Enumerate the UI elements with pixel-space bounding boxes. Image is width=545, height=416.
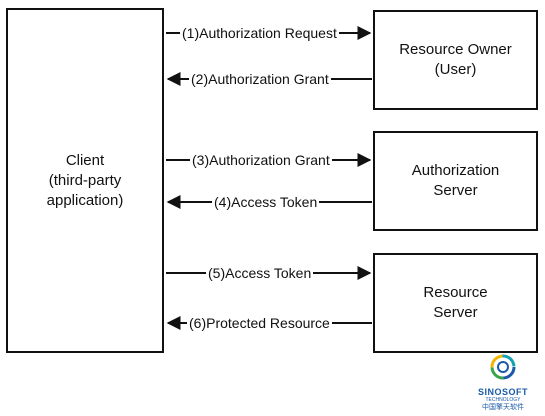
authorization-server-box: Authorization Server (373, 131, 538, 231)
sinosoft-logo-icon (490, 354, 516, 380)
logo-chinese: 中国擎天软件 (482, 404, 524, 411)
logo-subtitle: TECHNOLOGY (485, 397, 521, 403)
message-1-label: (1)Authorization Request (180, 25, 339, 41)
resource-server-box: Resource Server (373, 253, 538, 353)
logo-brand: SINOSOFT (477, 387, 528, 397)
sinosoft-logo: SINOSOFT TECHNOLOGY 中国擎天软件 (470, 352, 536, 412)
resource-owner-label: Resource Owner (User) (399, 41, 512, 78)
resource-owner-box: Resource Owner (User) (373, 10, 538, 110)
message-2-label: (2)Authorization Grant (189, 71, 331, 87)
message-5-label: (5)Access Token (206, 265, 314, 281)
resource-server-label: Resource Server (423, 284, 488, 321)
message-6-label: (6)Protected Resource (187, 315, 332, 331)
message-3-label: (3)Authorization Grant (190, 152, 332, 168)
client-box: Client (third-party application) (6, 8, 164, 353)
client-label: Client (third-party application) (46, 151, 124, 209)
message-4-label: (4)Access Token (212, 194, 320, 210)
authorization-server-label: Authorization Server (411, 162, 500, 199)
